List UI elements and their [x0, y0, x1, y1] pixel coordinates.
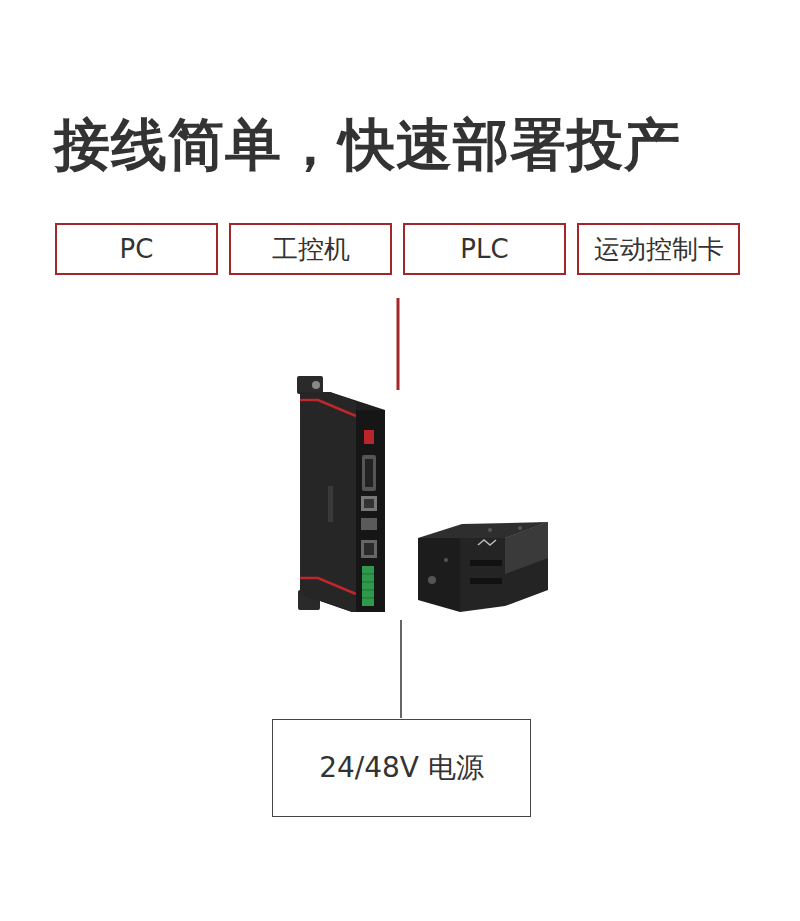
power-box: 24/48V 电源: [272, 719, 531, 817]
title: 接线简单，快速部署投产: [54, 108, 681, 184]
controller-box: PC: [55, 223, 218, 275]
controller-box: 运动控制卡: [577, 223, 740, 275]
node-label: 工控机: [272, 232, 350, 267]
node-label: PC: [120, 234, 154, 264]
node-label: 运动控制卡: [594, 232, 724, 267]
node-label: 24/48V 电源: [319, 749, 484, 787]
gripper-figure: [418, 522, 548, 612]
signal-line: [397, 298, 400, 390]
node-label: PLC: [460, 234, 508, 264]
controller-box: 工控机: [229, 223, 392, 275]
driver-figure: [297, 376, 385, 612]
power-line: [400, 620, 402, 718]
controller-box: PLC: [403, 223, 566, 275]
